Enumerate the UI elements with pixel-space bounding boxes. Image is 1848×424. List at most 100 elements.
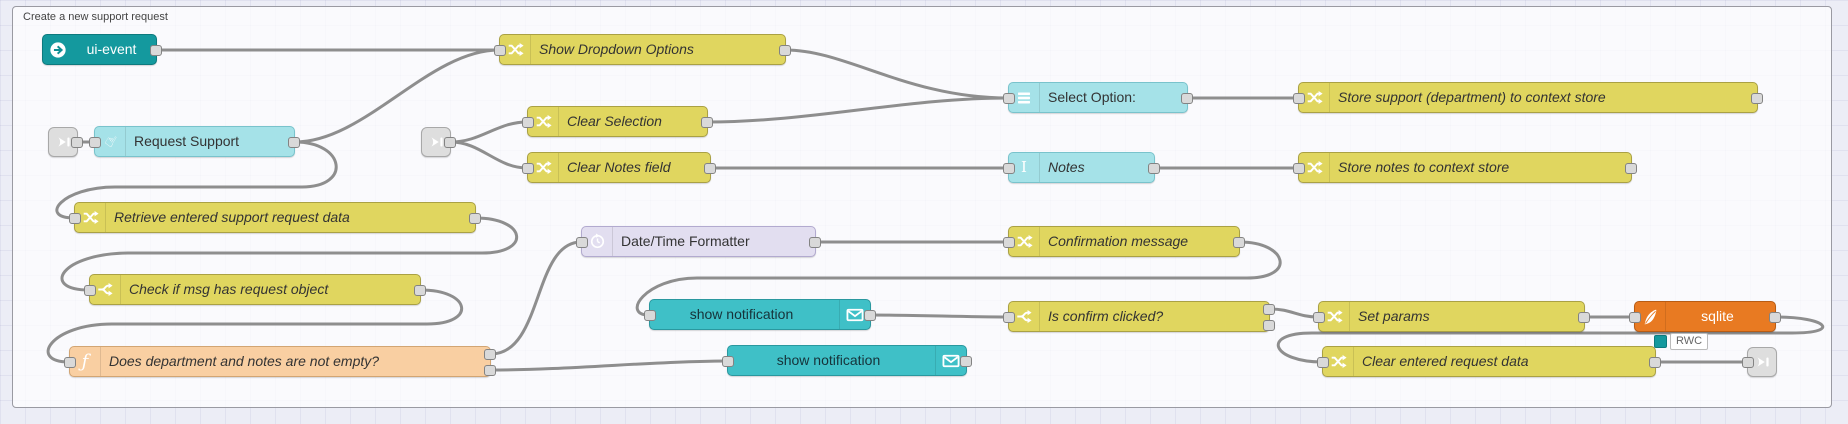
wire-showdropdown-selectoption[interactable]	[784, 48, 1010, 100]
input-port[interactable]	[89, 137, 101, 148]
output-port[interactable]	[1751, 93, 1763, 104]
node-show-dropdown-options[interactable]: Show Dropdown Options	[494, 34, 791, 65]
node-request-support[interactable]: ☝ Request Support	[89, 126, 300, 157]
output-port-1[interactable]	[1263, 304, 1275, 315]
node-store-support[interactable]: Store support (department) to context st…	[1293, 82, 1763, 113]
node-label: Store support (department) to context st…	[1338, 89, 1606, 105]
output-port[interactable]	[960, 356, 972, 367]
node-select-option[interactable]: Select Option:	[1003, 82, 1193, 113]
node-notes[interactable]: I Notes	[1003, 152, 1160, 183]
node-label: sqlite	[1701, 308, 1734, 324]
circle-arrow-icon	[43, 35, 73, 64]
shuffle-icon	[528, 107, 559, 136]
input-port[interactable]	[1003, 163, 1015, 174]
output-port[interactable]	[444, 137, 456, 148]
output-port[interactable]	[1625, 163, 1637, 174]
node-check-request[interactable]: Check if msg has request object	[84, 274, 426, 305]
node-label: Request Support	[134, 133, 240, 149]
shuffle-icon	[75, 203, 106, 232]
node-set-params[interactable]: Set params	[1313, 301, 1590, 332]
output-port[interactable]	[1769, 312, 1781, 323]
input-port[interactable]	[576, 237, 588, 248]
output-port[interactable]	[150, 45, 162, 56]
node-clear-notes-field[interactable]: Clear Notes field	[522, 152, 716, 183]
input-port[interactable]	[522, 117, 534, 128]
input-port[interactable]	[494, 45, 506, 56]
output-port[interactable]	[469, 213, 481, 224]
wire-isconfirm-setparams[interactable]	[1268, 307, 1320, 319]
wire-sqlite-clearentered[interactable]	[1276, 315, 1825, 364]
output-port[interactable]	[1148, 163, 1160, 174]
envelope-icon	[935, 346, 966, 375]
input-port[interactable]	[1003, 312, 1015, 323]
input-port[interactable]	[1003, 237, 1015, 248]
wire-doesempty-shownotif2[interactable]	[489, 359, 729, 372]
node-does-empty-check[interactable]: ƒ Does department and notes are not empt…	[64, 346, 496, 377]
wire-requestsupport-retrieve[interactable]	[55, 140, 338, 220]
shuffle-icon	[500, 35, 531, 64]
node-sqlite[interactable]: sqlite	[1629, 301, 1781, 332]
node-clear-selection[interactable]: Clear Selection	[522, 106, 713, 137]
node-label: show notification	[689, 306, 794, 322]
input-port[interactable]	[1317, 357, 1329, 368]
input-port[interactable]	[722, 356, 734, 367]
wire-linkin2-clearnotes[interactable]	[449, 140, 529, 170]
output-port[interactable]	[414, 285, 426, 296]
output-port[interactable]	[864, 310, 876, 321]
input-port[interactable]	[64, 357, 76, 368]
feather-icon	[1635, 302, 1666, 331]
node-ui-event[interactable]: ui-event	[42, 34, 162, 65]
node-show-notification-2[interactable]: show notification	[722, 345, 972, 376]
output-port[interactable]	[71, 137, 83, 148]
wire-confirmation-shownotif1[interactable]	[635, 240, 1282, 317]
output-port[interactable]	[288, 137, 300, 148]
output-port-1[interactable]	[484, 349, 496, 360]
output-port[interactable]	[1233, 237, 1245, 248]
output-port[interactable]	[1181, 93, 1193, 104]
node-retrieve-data[interactable]: Retrieve entered support request data	[69, 202, 481, 233]
input-port[interactable]	[69, 213, 81, 224]
node-clear-entered-data[interactable]: Clear entered request data	[1317, 346, 1661, 377]
input-port[interactable]	[1293, 163, 1305, 174]
input-port[interactable]	[644, 310, 656, 321]
wire-retrieve-checkrequest[interactable]	[60, 216, 518, 292]
wire-shownotif1-isconfirm[interactable]	[869, 313, 1010, 319]
wire-checkrequest-doesempty[interactable]	[46, 288, 463, 364]
input-port[interactable]	[1742, 357, 1754, 368]
function-icon: ƒ	[70, 347, 101, 376]
input-port[interactable]	[1313, 312, 1325, 323]
input-port[interactable]	[522, 163, 534, 174]
input-port[interactable]	[1293, 93, 1305, 104]
clock-sync-icon	[582, 227, 613, 256]
output-port[interactable]	[1578, 312, 1590, 323]
output-port[interactable]	[809, 237, 821, 248]
output-port[interactable]	[704, 163, 716, 174]
node-link-in-1[interactable]	[48, 127, 83, 157]
wire-clearselection-selectoption[interactable]	[706, 96, 1010, 124]
node-link-in-2[interactable]	[421, 127, 456, 157]
node-datetime-formatter[interactable]: Date/Time Formatter	[576, 226, 821, 257]
output-port[interactable]	[701, 117, 713, 128]
output-port-2[interactable]	[484, 365, 496, 376]
output-port[interactable]	[779, 45, 791, 56]
node-label: show notification	[776, 352, 881, 368]
output-port[interactable]	[1649, 357, 1661, 368]
status-text: RWC	[1670, 333, 1709, 350]
node-is-confirm-clicked[interactable]: Is confirm clicked?	[1003, 301, 1275, 332]
input-port[interactable]	[84, 285, 96, 296]
shuffle-icon	[1319, 302, 1350, 331]
output-port-2[interactable]	[1263, 320, 1275, 331]
node-confirmation-message[interactable]: Confirmation message	[1003, 226, 1245, 257]
wire-doesempty-dtformatter[interactable]	[489, 240, 583, 356]
node-store-notes[interactable]: Store notes to context store	[1293, 152, 1637, 183]
input-port[interactable]	[1629, 312, 1641, 323]
node-label: Store notes to context store	[1338, 159, 1510, 175]
node-link-out[interactable]	[1742, 347, 1777, 377]
node-label: Is confirm clicked?	[1048, 308, 1164, 324]
input-port[interactable]	[1003, 93, 1015, 104]
node-label: Does department and notes are not empty?	[109, 353, 380, 369]
wire-requestsupport-showdropdown[interactable]	[293, 48, 501, 144]
node-show-notification-1[interactable]: show notification	[644, 299, 876, 330]
wire-linkin2-clearselection[interactable]	[449, 120, 529, 144]
